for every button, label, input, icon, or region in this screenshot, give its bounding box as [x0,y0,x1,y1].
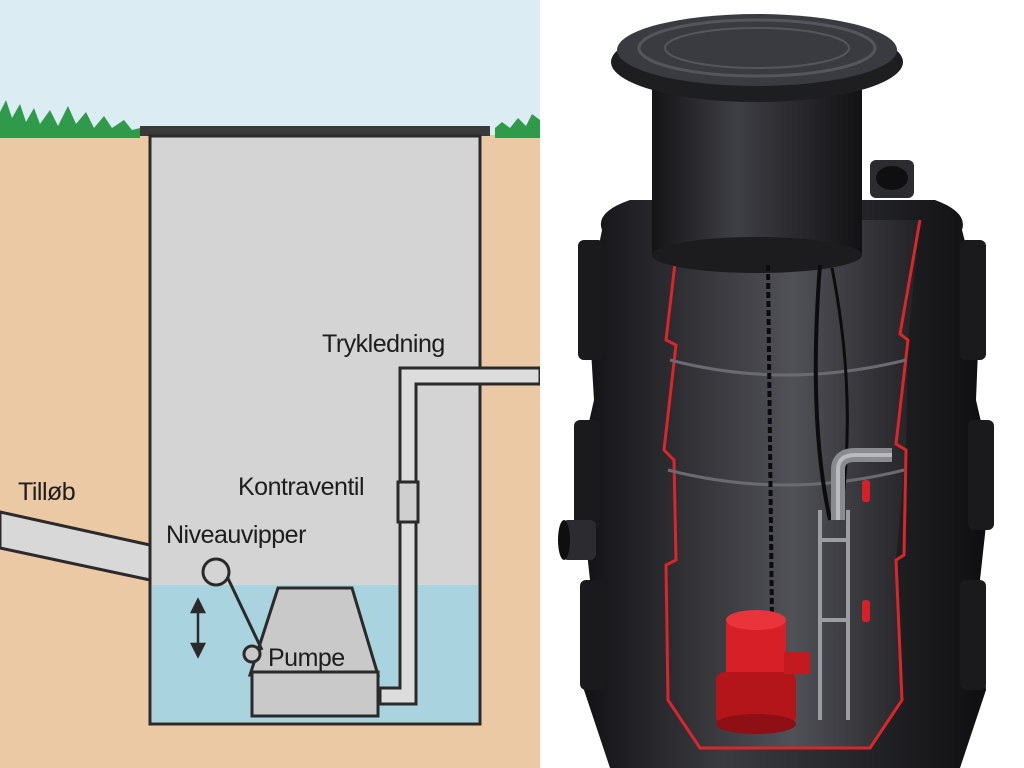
pressure-pipe [378,366,540,706]
manhole-lid [617,14,897,86]
sky [0,0,540,135]
schematic-diagram: Tilløb Trykledning Kontraventil Niveauvi… [0,0,540,768]
label-float-switch: Niveauvipper [166,521,306,549]
label-pump: Pumpe [268,644,345,672]
tank-lid [140,126,490,136]
float-pivot [242,644,262,664]
pump-base [250,670,380,718]
grass [495,114,540,138]
level-arrow [189,597,207,659]
label-pressure-pipe: Trykledning [322,330,445,358]
inlet-pipe [0,510,152,582]
grass [0,100,140,138]
check-valve [396,480,420,524]
pump-cable [813,264,832,521]
inner-rings [667,358,907,487]
cut-edge [662,219,922,750]
label-check-valve: Kontraventil [238,473,364,501]
red-pump [716,610,810,734]
cutaway-illustration [540,0,1024,768]
label-inlet: Tilløb [18,478,75,506]
tank-ribs [574,240,994,690]
float-cable [222,569,264,651]
valve-markers [862,480,870,622]
lifting-chain [766,264,774,621]
guide-rail [818,510,850,720]
inlet-stub [562,520,596,560]
float-ball [201,557,231,587]
